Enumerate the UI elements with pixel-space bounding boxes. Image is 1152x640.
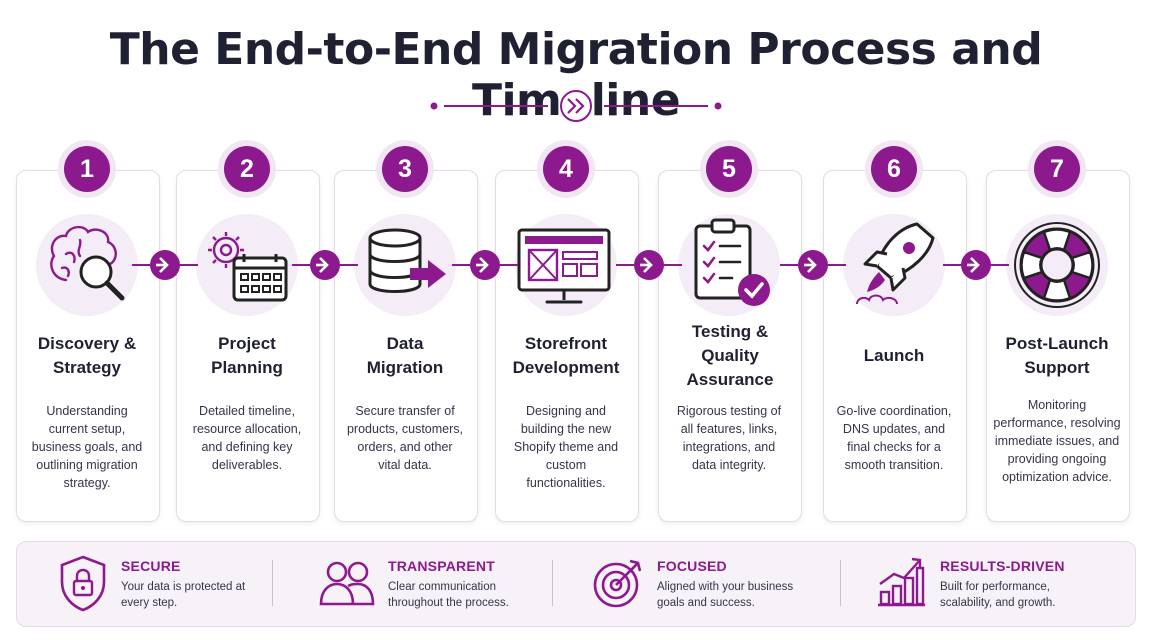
step-title-5: Testing & Quality Assurance — [686, 322, 774, 389]
step-title-6: Launch — [863, 346, 925, 365]
step-number-badge-2: 2 — [224, 146, 270, 192]
shield-lock-icon — [60, 555, 106, 612]
title-divider — [430, 90, 722, 122]
step-connector-4-5 — [616, 250, 682, 280]
lifebuoy-icon — [1014, 222, 1100, 308]
feature-description-results-driven: Built for performance, scalability, and … — [940, 581, 1056, 609]
feature-title-transparent: TRANSPARENT — [388, 558, 495, 574]
step-connector-5-6 — [780, 250, 846, 280]
features-bar — [16, 541, 1136, 627]
step-description-7: Monitoring performance, resolving immedi… — [993, 398, 1121, 484]
clipboard-check-icon — [694, 218, 770, 306]
feature-separator-2 — [552, 560, 553, 606]
gear-calendar-icon — [208, 232, 288, 302]
step-title-1: Discovery & Strategy — [37, 334, 137, 377]
feature-description-secure: Your data is protected at every step. — [121, 581, 246, 609]
step-title-3: Data Migration — [366, 334, 444, 377]
step-number-badge-1: 1 — [64, 146, 110, 192]
step-number-badge-7: 7 — [1034, 146, 1080, 192]
step-title-2: Project Planning — [211, 334, 283, 377]
target-icon — [593, 559, 642, 608]
growth-chart-icon — [878, 557, 925, 607]
step-number-badge-3: 3 — [382, 146, 428, 192]
step-description-6: Go-live coordination, DNS updates, and f… — [836, 404, 952, 472]
step-description-3: Secure transfer of products, customers, … — [346, 404, 463, 472]
people-icon — [319, 561, 375, 606]
feature-description-focused: Aligned with your business goals and suc… — [657, 581, 794, 609]
step-title-4: Storefront Development — [512, 334, 620, 377]
feature-description-transparent: Clear communication throughout the proce… — [388, 581, 509, 609]
step-number-badge-6: 6 — [871, 146, 917, 192]
step-connector-6-7 — [943, 250, 1009, 280]
feature-title-results-driven: RESULTS-DRIVEN — [940, 558, 1065, 574]
step-connector-2-3 — [292, 250, 358, 280]
feature-separator-1 — [272, 560, 273, 606]
step-description-4: Designing and building the new Shopify t… — [513, 404, 619, 490]
step-description-5: Rigorous testing of all features, links,… — [676, 404, 782, 472]
monitor-layout-icon — [517, 228, 611, 304]
brain-magnifier-icon — [50, 225, 125, 301]
rocket-icon — [856, 222, 935, 305]
step-number-badge-4: 4 — [543, 146, 589, 192]
step-connector-3-4 — [452, 250, 518, 280]
step-number-badge-5: 5 — [706, 146, 752, 192]
feature-title-secure: SECURE — [121, 558, 181, 574]
feature-title-focused: FOCUSED — [657, 558, 727, 574]
step-connector-1-2 — [132, 250, 198, 280]
database-arrow-icon — [368, 228, 446, 293]
step-description-2: Detailed timeline, resource allocation, … — [192, 404, 302, 472]
step-description-1: Understanding current setup, business go… — [31, 404, 143, 490]
step-title-7: Post-Launch Support — [1005, 334, 1109, 377]
feature-separator-3 — [840, 560, 841, 606]
